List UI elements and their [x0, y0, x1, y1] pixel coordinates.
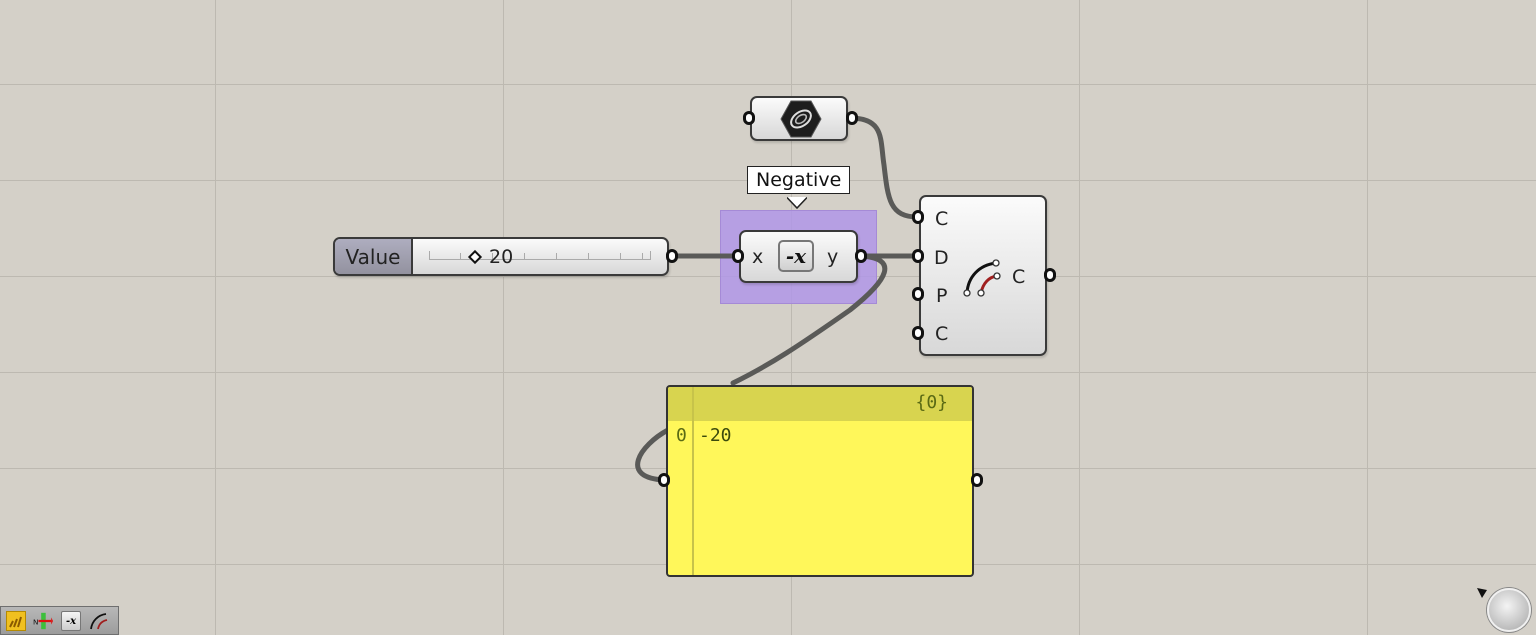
canvas-navigation-ball-icon[interactable]	[1487, 588, 1531, 632]
curve-parameter-hexagon-icon	[780, 100, 822, 138]
panel-index-divider	[692, 387, 694, 575]
input-c-label: C	[935, 208, 949, 230]
offset-curve-tool-icon[interactable]	[89, 611, 109, 631]
grid-line	[215, 0, 216, 635]
panel-output-grip[interactable]	[971, 473, 983, 487]
tooltip-negative: Negative	[747, 166, 851, 194]
negative-toolbar-label: -x	[65, 615, 77, 627]
panel-path: {0}	[915, 392, 948, 413]
negative-icon-glyph: -x	[785, 244, 807, 268]
offset-output-grip[interactable]	[1044, 268, 1056, 282]
offset-input-d-grip[interactable]	[912, 249, 924, 263]
slider-value: 20	[489, 246, 514, 268]
negative-component-icon[interactable]: -x	[61, 611, 81, 631]
offset-input-c-grip[interactable]	[912, 210, 924, 224]
slider-label: Value	[335, 239, 413, 274]
output-y-label: y	[827, 246, 839, 268]
wire-display-icon[interactable]: N	[33, 611, 53, 631]
offset-curve-icon	[963, 259, 1001, 297]
panel[interactable]: {0} 0 -20	[666, 385, 974, 577]
grid-line	[1079, 0, 1080, 635]
grid-line	[0, 84, 1536, 85]
grid-line	[503, 0, 504, 635]
input-p-label: P	[936, 285, 948, 307]
panel-header	[668, 387, 972, 421]
panel-row-value: -20	[699, 425, 732, 446]
negative-node[interactable]: x -x y	[739, 230, 858, 283]
input-d-label: D	[934, 247, 949, 269]
negative-input-grip[interactable]	[732, 249, 744, 263]
panel-input-grip[interactable]	[658, 473, 670, 487]
curve-parameter-node[interactable]	[750, 96, 848, 141]
grid-line	[1367, 0, 1368, 635]
number-slider[interactable]: Value 20	[333, 237, 669, 276]
slider-output-grip[interactable]	[666, 249, 678, 263]
negative-icon: -x	[778, 240, 814, 272]
negative-output-grip[interactable]	[855, 249, 867, 263]
input-c2-label: C	[935, 323, 949, 345]
offset-input-c2-grip[interactable]	[912, 326, 924, 340]
tooltip-arrow	[787, 197, 807, 210]
curve-param-input-grip[interactable]	[743, 111, 755, 125]
offset-curve-node[interactable]: C D P C C	[919, 195, 1047, 356]
grid-line	[0, 372, 1536, 373]
curve-param-output-grip[interactable]	[846, 111, 858, 125]
output-c-label: C	[1012, 266, 1026, 288]
panel-row-index: 0	[676, 425, 687, 446]
svg-text:N: N	[33, 618, 38, 627]
navigation-arrow-icon	[1477, 588, 1487, 598]
input-x-label: x	[752, 246, 764, 268]
canvas-toolbar: N -x	[0, 606, 119, 635]
sketch-widget-icon[interactable]	[6, 611, 26, 631]
slider-track[interactable]	[429, 251, 651, 260]
offset-input-p-grip[interactable]	[912, 287, 924, 301]
